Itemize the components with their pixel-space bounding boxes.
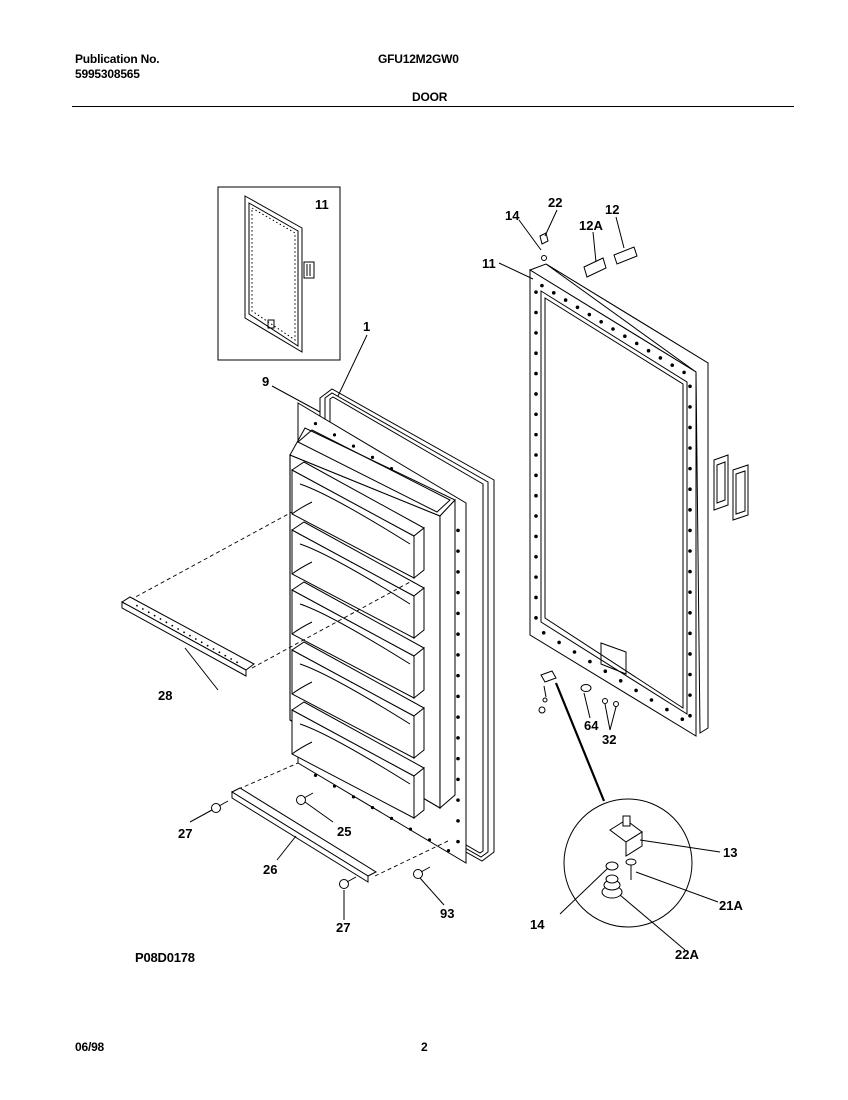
callout-9: 9 (262, 374, 269, 389)
shelf-rail (121, 596, 255, 677)
bottom-hinge-parts (538, 670, 619, 714)
callout-22a: 22A (675, 947, 699, 962)
page-number: 2 (421, 1040, 428, 1054)
callout-22: 22 (548, 195, 562, 210)
callout-11-inset: 11 (315, 197, 329, 212)
callout-12: 12 (605, 202, 619, 217)
inset-door-assembly (217, 186, 341, 361)
callout-1: 1 (363, 319, 370, 334)
outer-door-panel (528, 263, 749, 737)
top-hinge-parts (539, 232, 638, 278)
callout-26: 26 (263, 862, 277, 877)
callout-13: 13 (723, 845, 737, 860)
callout-64: 64 (584, 718, 599, 733)
publication-date: 06/98 (75, 1040, 105, 1054)
header-rule (72, 106, 794, 107)
publication-number: 5995308565 (75, 67, 140, 81)
model-number: GFU12M2GW0 (378, 52, 459, 66)
callout-32: 32 (602, 732, 616, 747)
rail-holes (136, 604, 238, 664)
callout-27-bottom: 27 (336, 920, 350, 935)
screws (211, 792, 431, 889)
door-shelves (291, 461, 425, 820)
liner-screw-holes (313, 422, 460, 853)
leader-lines (184, 209, 721, 951)
callout-11: 11 (482, 256, 496, 271)
bottom-rail (230, 787, 378, 883)
assembly-guides (129, 511, 451, 877)
figure-code: P08D0178 (135, 950, 195, 965)
publication-label: Publication No. (75, 52, 160, 66)
callout-14-bottom: 14 (530, 917, 545, 932)
callout-21a: 21A (719, 898, 743, 913)
callout-25: 25 (337, 824, 351, 839)
callout-93: 93 (440, 906, 454, 921)
callout-27-left: 27 (178, 826, 192, 841)
callout-28: 28 (158, 688, 172, 703)
section-title: DOOR (412, 90, 448, 104)
callout-14-top: 14 (505, 208, 520, 223)
callout-12a: 12A (579, 218, 603, 233)
hinge-detail-circle (563, 798, 693, 928)
panel-screw-holes (534, 283, 692, 721)
